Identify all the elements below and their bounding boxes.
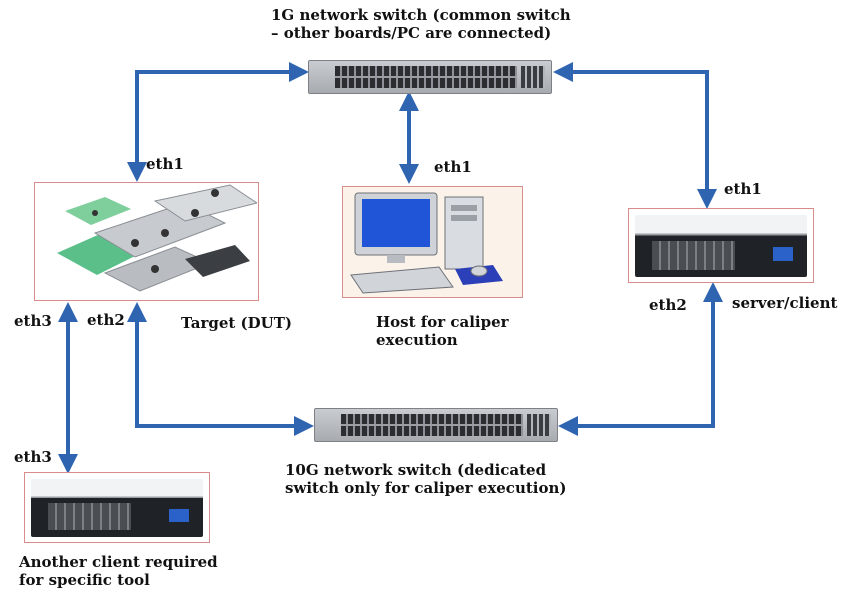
dut-eth1-label: eth1 bbox=[146, 155, 184, 173]
server-eth2-label: eth2 bbox=[649, 296, 687, 314]
target-dut-box bbox=[34, 182, 259, 301]
dut-board-image bbox=[57, 184, 259, 292]
desktop-computer-image bbox=[350, 192, 503, 294]
target-label: Target (DUT) bbox=[181, 314, 292, 332]
1g-switch-label: 1G network switch (common switch – other… bbox=[271, 6, 571, 42]
host-eth1-label: eth1 bbox=[434, 158, 472, 176]
link-dut-eth1-to-1g-switch bbox=[127, 62, 309, 182]
host-label: Host for caliper execution bbox=[376, 313, 509, 349]
client-server-rack-image bbox=[31, 479, 203, 537]
server-client-box bbox=[628, 208, 814, 283]
dut-eth2-label: eth2 bbox=[87, 311, 125, 329]
1g-network-switch bbox=[308, 60, 552, 94]
10g-switch-label: 10G network switch (dedicated switch onl… bbox=[285, 461, 567, 497]
link-server-eth2-to-10g-switch bbox=[558, 282, 723, 436]
link-server-eth1-to-1g-switch bbox=[553, 62, 717, 209]
dut-eth3-label: eth3 bbox=[14, 312, 52, 330]
10g-network-switch bbox=[314, 408, 558, 442]
server-label: server/client bbox=[732, 294, 838, 312]
server-eth1-label: eth1 bbox=[724, 180, 762, 198]
host-pc-box bbox=[342, 186, 523, 298]
link-dut-eth2-to-10g-switch bbox=[127, 302, 314, 436]
server-rack-image bbox=[635, 215, 807, 277]
another-client-label: Another client required for specific too… bbox=[19, 553, 218, 589]
another-client-box bbox=[24, 472, 210, 543]
client-eth3-label: eth3 bbox=[14, 448, 52, 466]
